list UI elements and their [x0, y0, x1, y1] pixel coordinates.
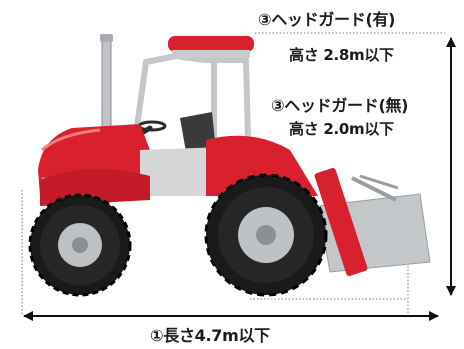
- implement-link-upper: [359, 174, 399, 190]
- rear-wheel: [204, 173, 328, 297]
- label-height-without: 高さ 2.0m以下: [289, 120, 394, 138]
- hood-highlight: [41, 128, 101, 152]
- exhaust-pipe: [101, 37, 112, 131]
- dimension-arrows: [23, 37, 456, 321]
- head-guard-roof: [168, 36, 254, 52]
- tractor-illustration: [28, 34, 431, 297]
- label-height-with: 高さ 2.8m以下: [289, 46, 394, 64]
- exhaust-cap: [100, 34, 113, 42]
- label-head-guard-without: ③ヘッドガード(無): [271, 96, 409, 115]
- label-length: ①長さ4.7m以下: [150, 326, 270, 345]
- steering-wheel: [137, 120, 167, 132]
- roof-frame: [172, 50, 250, 58]
- implement-frame: [314, 168, 368, 276]
- label-head-guard-with: ③ヘッドガード(有): [258, 10, 396, 29]
- implement-link: [351, 176, 397, 202]
- front-wheel: [28, 193, 132, 297]
